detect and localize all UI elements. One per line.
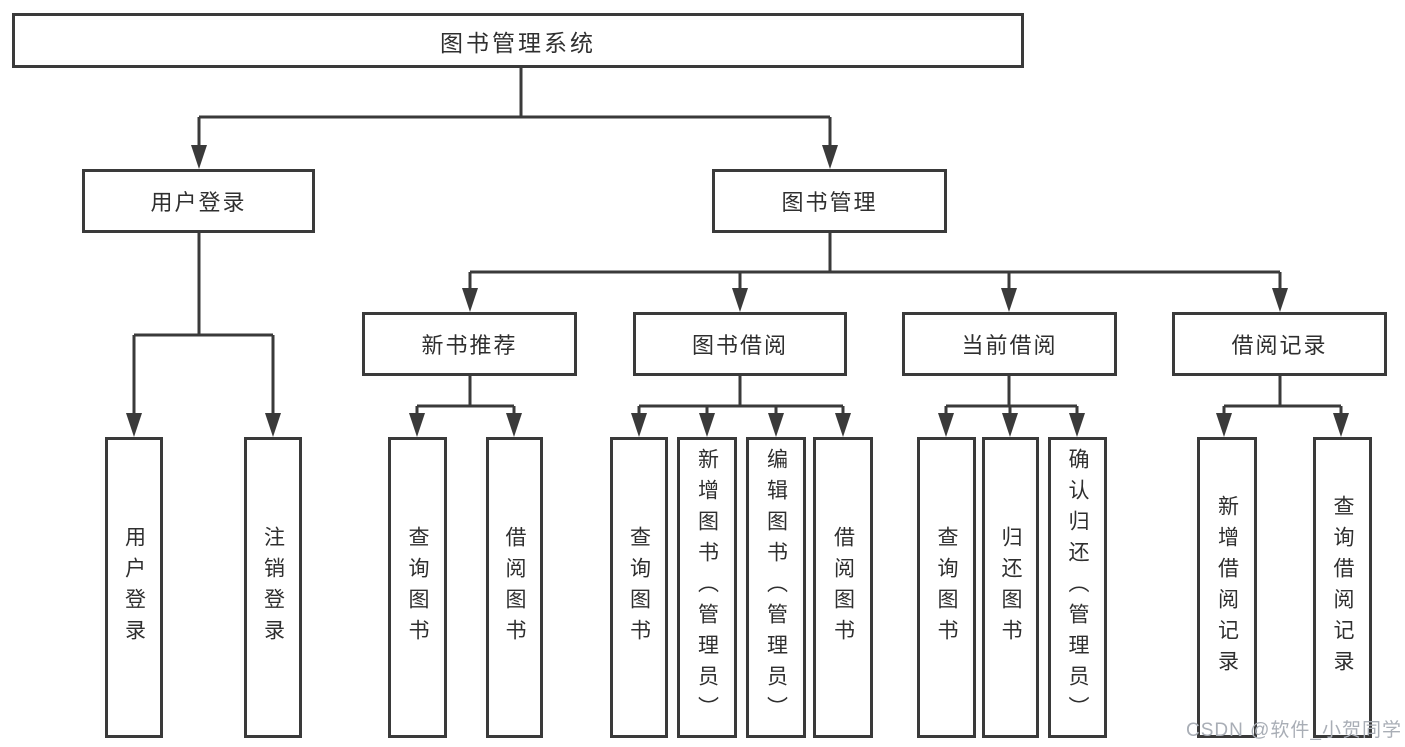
node-user-login-branch-label: 用户登录 (150, 190, 247, 215)
node-new-book-recommend-label: 新书推荐 (421, 333, 518, 358)
leaf-borrow-books-recommend: 借阅图书 (486, 437, 543, 738)
node-current-borrowing: 当前借阅 (902, 312, 1117, 376)
leaf-query-books-current: 查询图书 (917, 437, 976, 738)
leaf-add-book-admin-label: 新增图书（管理员） (695, 448, 719, 727)
leaf-query-books-borrowing-label: 查询图书 (627, 525, 651, 650)
leaf-add-book-admin: 新增图书（管理员） (677, 437, 737, 738)
leaf-edit-book-admin-label: 编辑图书（管理员） (764, 448, 788, 727)
node-current-borrowing-label: 当前借阅 (961, 333, 1058, 358)
leaf-user-login-label: 用户登录 (122, 525, 146, 650)
leaf-query-books-recommend: 查询图书 (388, 437, 447, 738)
leaf-borrow-books-recommend-label: 借阅图书 (503, 525, 526, 650)
node-user-login-branch: 用户登录 (82, 169, 315, 233)
connector-paths (132, 68, 1343, 416)
leaf-query-books-recommend-label: 查询图书 (406, 525, 429, 650)
node-root-label: 图书管理系统 (440, 29, 596, 56)
leaf-confirm-return-admin: 确认归还（管理员） (1048, 437, 1107, 738)
node-book-borrowing-label: 图书借阅 (691, 333, 788, 358)
leaf-borrow-books-borrowing-label: 借阅图书 (831, 525, 855, 650)
leaf-add-borrow-record-label: 新增借阅记录 (1215, 494, 1239, 681)
csdn-watermark: CSDN @软件_小贺同学 (1186, 720, 1402, 741)
leaf-return-book-label: 归还图书 (999, 525, 1022, 650)
node-new-book-recommend: 新书推荐 (362, 312, 577, 376)
leaf-query-borrow-record-label: 查询借阅记录 (1331, 494, 1354, 681)
node-borrow-records-label: 借阅记录 (1231, 333, 1328, 358)
node-book-borrowing: 图书借阅 (633, 312, 847, 376)
node-book-management-label: 图书管理 (781, 190, 878, 215)
leaf-confirm-return-admin-label: 确认归还（管理员） (1066, 448, 1089, 727)
leaf-query-books-borrowing: 查询图书 (610, 437, 668, 738)
leaf-query-borrow-record: 查询借阅记录 (1313, 437, 1372, 738)
leaf-borrow-books-borrowing: 借阅图书 (813, 437, 873, 738)
node-root: 图书管理系统 (12, 13, 1024, 68)
leaf-add-borrow-record: 新增借阅记录 (1197, 437, 1257, 738)
leaf-logout: 注销登录 (244, 437, 302, 738)
leaf-query-books-current-label: 查询图书 (935, 525, 958, 650)
leaf-edit-book-admin: 编辑图书（管理员） (746, 437, 806, 738)
node-borrow-records: 借阅记录 (1172, 312, 1387, 376)
leaf-logout-label: 注销登录 (261, 525, 285, 650)
leaf-return-book: 归还图书 (982, 437, 1039, 738)
arrowheads (126, 145, 1349, 437)
leaf-user-login: 用户登录 (105, 437, 163, 738)
node-book-management: 图书管理 (712, 169, 947, 233)
